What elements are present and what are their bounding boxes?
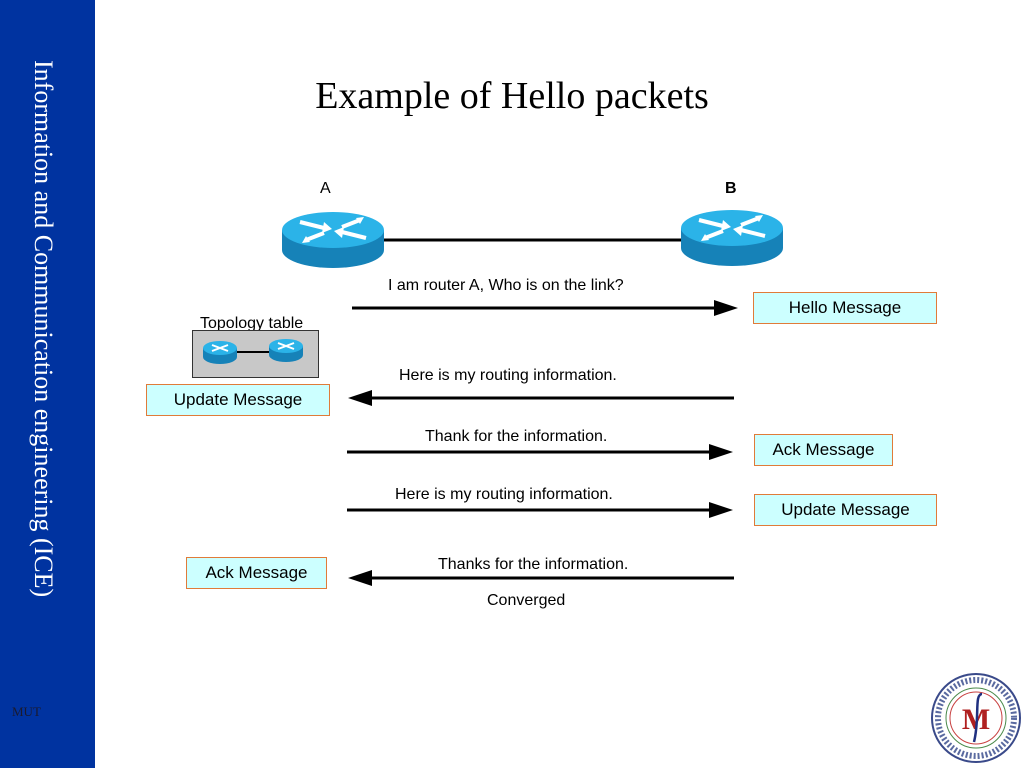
topology-table — [192, 330, 319, 378]
slide-title: Example of Hello packets — [0, 74, 1024, 118]
message-3-text: Thank for the information. — [425, 428, 608, 445]
topology-table-label: Topology table — [200, 315, 304, 332]
arrow-right-3 — [347, 444, 733, 460]
message-5-text: Thanks for the information. — [438, 556, 629, 573]
message-4-text: Here is my routing information. — [395, 486, 613, 503]
arrow-left-2 — [348, 390, 734, 406]
ack-message-box-left: Ack Message — [186, 557, 327, 589]
link-line — [380, 238, 685, 242]
sidebar-title: Information and Communication engineerin… — [29, 60, 58, 598]
sidebar: Information and Communication engineerin… — [0, 0, 95, 768]
slide-title-text: Example of Hello packets — [315, 75, 709, 117]
university-logo-icon: M — [931, 673, 1021, 763]
update-message-box-right: Update Message — [754, 494, 937, 526]
arrow-right-1 — [352, 300, 738, 316]
router-b-label: B — [725, 180, 737, 197]
router-a-label: A — [320, 180, 331, 197]
arrow-right-4 — [347, 502, 733, 518]
router-b-icon — [681, 210, 783, 266]
arrow-left-5 — [348, 570, 734, 586]
router-a-icon — [282, 212, 384, 268]
topology-diagram-icon — [203, 339, 303, 364]
message-1-text: I am router A, Who is on the link? — [388, 277, 624, 294]
converged-status: Converged — [487, 592, 566, 609]
update-message-box-left: Update Message — [146, 384, 330, 416]
ack-message-box-right: Ack Message — [754, 434, 893, 466]
sidebar-footer: MUT — [12, 704, 41, 719]
message-2-text: Here is my routing information. — [399, 367, 617, 384]
hello-message-box: Hello Message — [753, 292, 937, 324]
